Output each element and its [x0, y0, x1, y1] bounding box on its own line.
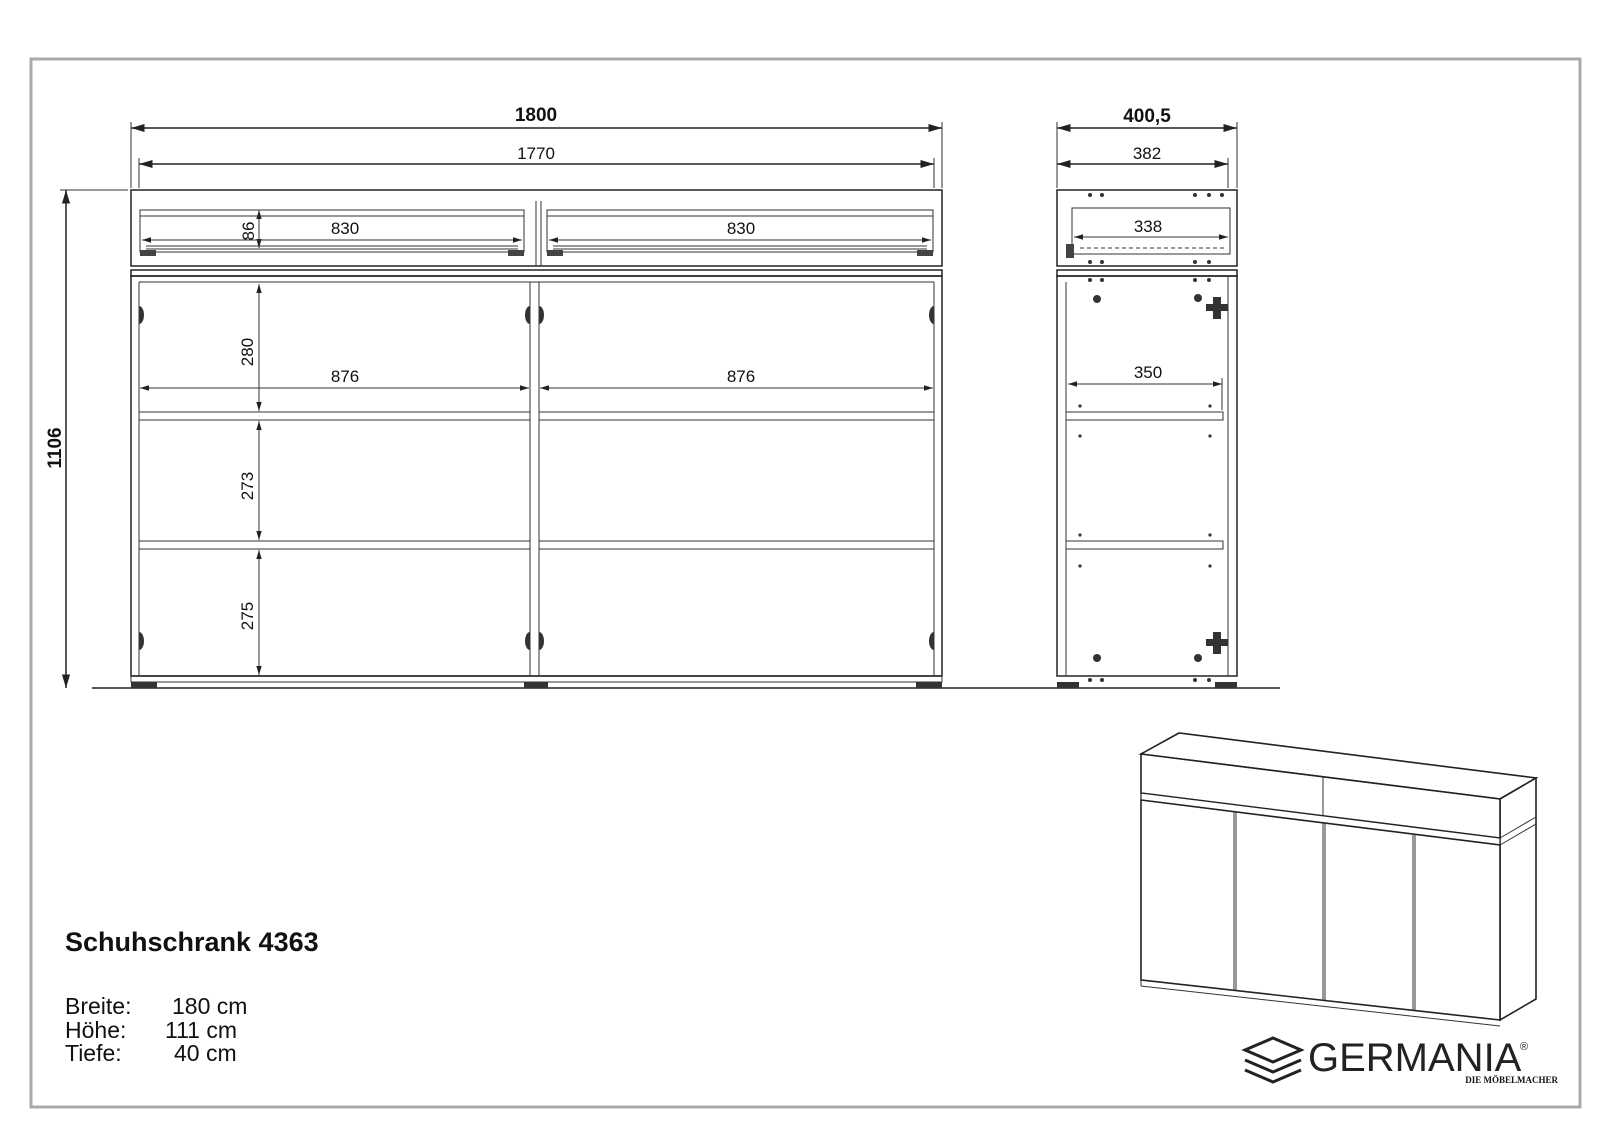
side-shelf-lower: [1065, 540, 1224, 550]
germania-logo: GERMANIA ® DIE MÖBELMACHER: [1241, 1036, 1558, 1085]
drawer-depth-label: 338: [1134, 217, 1162, 236]
sheet-border: [29, 57, 1582, 1109]
spec-label: Tiefe:: [65, 1040, 122, 1066]
lower-compartment-height-label: 275: [238, 602, 257, 630]
product-title: Schuhschrank 4363: [65, 927, 319, 957]
side-fittings: [1078, 193, 1224, 682]
product-specs: Breite: 180 cm Höhe: 111 cm Tiefe: 40 cm: [65, 993, 247, 1066]
middle-compartment-height-label: 273: [238, 472, 257, 500]
shelf-depth-label: 350: [1134, 363, 1162, 382]
compartment-width-left-label: 876: [331, 367, 359, 386]
stacked-layers-icon: [1241, 1036, 1305, 1084]
front-view: 1800 1770 1106 86 830 830 876 876 280 27…: [45, 105, 1280, 689]
side-corpus: [1056, 275, 1238, 677]
inner-width-label: 1770: [517, 144, 555, 163]
front-shelves: [138, 411, 935, 550]
drawer-width-right-label: 830: [727, 219, 755, 238]
drawer-height-label: 86: [239, 222, 258, 241]
overall-depth-label: 400,5: [1123, 106, 1171, 127]
side-drawer: [1071, 207, 1231, 255]
brand-name: GERMANIA: [1308, 1036, 1522, 1080]
spec-label: Höhe:: [65, 1017, 126, 1043]
overall-height-label: 1106: [45, 427, 66, 468]
side-view: 400,5 382 338 350: [1056, 106, 1238, 688]
upper-compartment-height-label: 280: [238, 338, 257, 366]
compartment-width-right-label: 876: [727, 367, 755, 386]
front-plinth: [130, 675, 943, 683]
side-drawer-box: [1056, 189, 1238, 267]
side-shelf-upper: [1065, 411, 1224, 421]
spec-value: 180 cm: [172, 993, 247, 1019]
front-hinges: [139, 306, 934, 650]
overall-width-label: 1800: [515, 105, 557, 126]
drawer-width-left-label: 830: [331, 219, 359, 238]
front-drawer-left: [139, 209, 525, 256]
front-drawer-right: [546, 209, 934, 256]
brand-tagline: DIE MÖBELMACHER: [1465, 1075, 1558, 1085]
perspective-view: [1138, 732, 1539, 1027]
spec-value: 40 cm: [174, 1040, 237, 1066]
spec-value: 111 cm: [165, 1017, 237, 1043]
inner-depth-label: 382: [1133, 144, 1161, 163]
front-top-plate: [130, 269, 943, 277]
side-hinges: [1206, 297, 1228, 654]
spec-label: Breite:: [65, 993, 131, 1019]
registered-mark: ®: [1520, 1041, 1528, 1053]
